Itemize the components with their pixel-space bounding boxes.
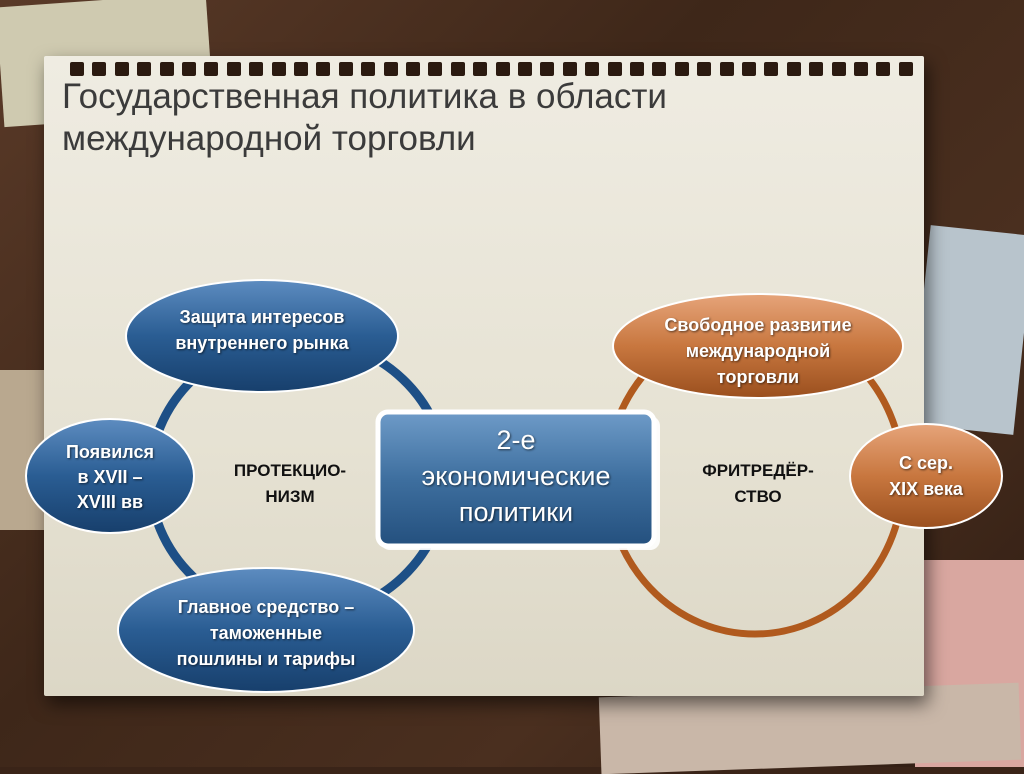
spiral-hole bbox=[607, 62, 622, 76]
spiral-hole bbox=[361, 62, 376, 76]
spiral-hole bbox=[585, 62, 600, 76]
spiral-hole bbox=[854, 62, 868, 76]
spiral-hole bbox=[294, 62, 308, 76]
page-title: Государственная политика в области между… bbox=[62, 76, 822, 160]
spiral-hole bbox=[92, 62, 107, 76]
node-line: XIX века bbox=[889, 479, 963, 499]
spiral-hole bbox=[249, 62, 264, 76]
node-line: в XVII – bbox=[77, 467, 143, 487]
spiral-hole bbox=[137, 62, 152, 76]
node-appeared bbox=[25, 418, 195, 534]
spiral-hole bbox=[204, 62, 219, 76]
spiral-hole bbox=[562, 62, 577, 76]
free-trade-label: ФРИТРЕДЁР- СТВО bbox=[668, 458, 848, 510]
node-appeared-label: Появился в XVII – XVIII вв bbox=[30, 440, 190, 515]
center-line-1: 2-е bbox=[496, 425, 536, 455]
spiral-hole bbox=[70, 62, 84, 76]
center-box-label: 2-е экономические политики bbox=[378, 422, 654, 530]
label-line: ФРИТРЕДЁР- bbox=[702, 461, 814, 480]
spiral-hole bbox=[226, 62, 241, 76]
label-line: ПРОТЕКЦИО- bbox=[233, 461, 347, 480]
node-line: Появился bbox=[65, 442, 155, 462]
spiral-hole bbox=[406, 62, 420, 76]
node-line: Защита интересов bbox=[179, 307, 345, 327]
spiral-hole bbox=[495, 62, 510, 76]
spiral-hole bbox=[338, 62, 353, 76]
node-main-means-label: Главное средство – таможенные пошлины и … bbox=[120, 594, 412, 672]
node-free-development bbox=[612, 293, 904, 399]
spiral-hole bbox=[898, 62, 913, 76]
node-since bbox=[849, 423, 1003, 529]
node-line: торговли bbox=[716, 367, 800, 387]
spiral-hole bbox=[316, 62, 331, 76]
spiral-hole bbox=[518, 62, 532, 76]
node-domestic-market bbox=[125, 279, 399, 393]
spiral-hole bbox=[719, 62, 734, 76]
spiral-hole bbox=[674, 62, 689, 76]
label-line: НИЗМ bbox=[265, 487, 315, 506]
node-line: С сер. bbox=[898, 453, 954, 473]
center-line-3: политики bbox=[458, 497, 574, 527]
spiral-hole bbox=[450, 62, 465, 76]
node-line: внутреннего рынка bbox=[175, 333, 349, 353]
node-main-means bbox=[117, 567, 415, 693]
protectionism-label: ПРОТЕКЦИО- НИЗМ bbox=[200, 458, 380, 510]
node-line: Главное средство – bbox=[177, 597, 355, 617]
label-line: СТВО bbox=[734, 487, 782, 506]
spiral-hole bbox=[809, 62, 824, 76]
center-box bbox=[375, 409, 657, 549]
spiral-hole bbox=[831, 62, 846, 76]
title-line-1: Государственная политика в области bbox=[62, 77, 667, 116]
title-line-2: международной торговли bbox=[62, 119, 476, 158]
spiral-hole bbox=[114, 62, 129, 76]
node-line: таможенные bbox=[209, 623, 323, 643]
spiral-hole bbox=[697, 62, 712, 76]
spiral-hole bbox=[786, 62, 801, 76]
spiral-hole bbox=[764, 62, 779, 76]
spiral-hole bbox=[271, 62, 286, 76]
node-line: XVIII вв bbox=[76, 492, 144, 512]
spiral-hole bbox=[652, 62, 667, 76]
node-free-development-label: Свободное развитие международной торговл… bbox=[616, 312, 900, 390]
spiral-hole bbox=[383, 62, 398, 76]
center-line-2: экономические bbox=[421, 461, 611, 491]
spiral-hole bbox=[473, 62, 488, 76]
spiral-hole bbox=[159, 62, 174, 76]
spiral-hole bbox=[876, 62, 891, 76]
node-line: пошлины и тарифы bbox=[176, 649, 356, 669]
node-since-label: С сер. XIX века bbox=[852, 450, 1000, 502]
spiral-hole bbox=[182, 62, 196, 76]
node-line: Свободное развитие bbox=[664, 315, 852, 335]
spiral-hole bbox=[428, 62, 443, 76]
spiral-holes bbox=[62, 62, 922, 78]
node-line: международной bbox=[685, 341, 831, 361]
spiral-hole bbox=[742, 62, 756, 76]
spiral-hole bbox=[630, 62, 644, 76]
node-domestic-market-label: Защита интересов внутреннего рынка bbox=[130, 304, 394, 356]
spiral-hole bbox=[540, 62, 555, 76]
